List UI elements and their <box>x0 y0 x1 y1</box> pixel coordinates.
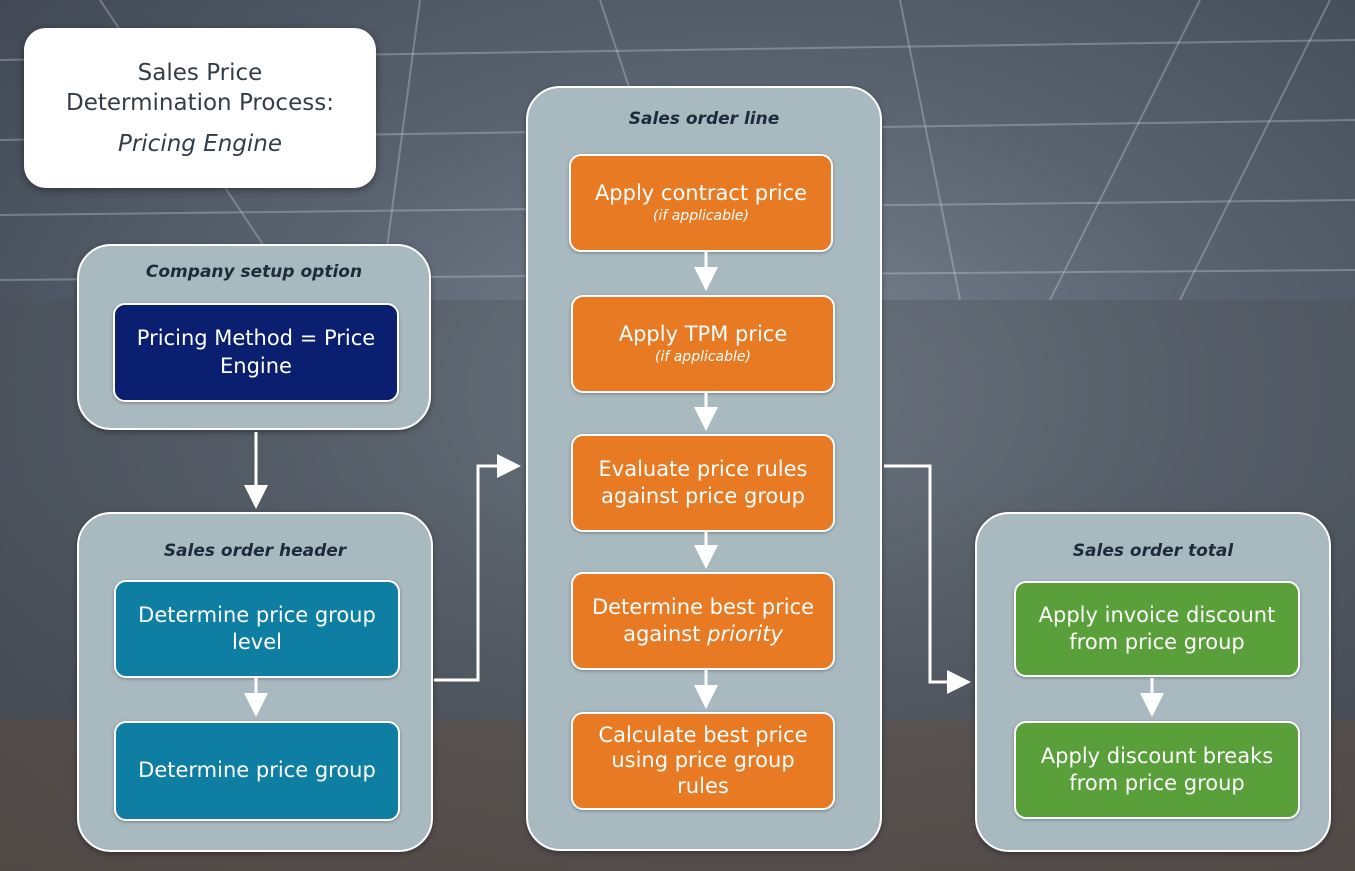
step-text-line: Determine price group <box>138 602 376 627</box>
title-line-1: Sales Price <box>137 60 263 87</box>
step-text-line: Apply invoice discount <box>1038 602 1276 627</box>
step-text-line: from price group <box>1069 771 1245 795</box>
company-setup-panel: Company setup option Pricing Method = Pr… <box>77 244 431 430</box>
title-line-2: Determination Process: <box>66 90 334 116</box>
priority-emphasis: priority <box>707 622 783 646</box>
step-text-line: Determine best price <box>591 594 815 619</box>
step-text-line: against priority <box>623 621 783 648</box>
step-text-line: Determine price group <box>138 758 376 783</box>
apply-invoice-discount-step: Apply invoice discount from price group <box>1014 581 1300 677</box>
step-text-line: Apply discount breaks <box>1040 743 1274 768</box>
pricing-method-step: Pricing Method = Price Engine <box>113 303 399 402</box>
order-header-panel: Sales order header Determine price group… <box>77 512 433 852</box>
order-line-title: Sales order line <box>628 109 780 129</box>
evaluate-price-rules-step: Evaluate price rules against price group <box>571 434 835 532</box>
step-text-line: using price group <box>611 748 795 773</box>
step-text-line: rules <box>677 773 729 798</box>
calculate-best-price-step: Calculate best price using price group r… <box>571 712 835 810</box>
title-card: Sales Price Determination Process: Prici… <box>24 28 376 188</box>
step-text-prefix: against <box>623 622 708 646</box>
apply-discount-breaks-step: Apply discount breaks from price group <box>1014 721 1300 819</box>
determine-price-group-level-step: Determine price group level <box>114 580 400 678</box>
determine-best-price-step: Determine best price against priority <box>571 572 835 670</box>
step-note: (if applicable) <box>653 207 749 224</box>
step-text-line: Apply TPM price <box>618 321 788 346</box>
order-header-title: Sales order header <box>163 541 347 561</box>
step-text-line: against price group <box>601 484 805 508</box>
title-subtitle: Pricing Engine <box>117 130 283 157</box>
step-text-line: Calculate best price <box>598 723 808 748</box>
company-setup-title: Company setup option <box>145 262 363 282</box>
step-note: (if applicable) <box>655 348 751 365</box>
step-text-line: level <box>232 630 282 654</box>
apply-contract-price-step: Apply contract price (if applicable) <box>569 154 833 252</box>
step-text-line: Evaluate price rules <box>598 456 808 481</box>
order-line-panel: Sales order line Apply contract price (i… <box>526 86 882 851</box>
step-text-line: Apply contract price <box>594 180 808 205</box>
step-text-line: Engine <box>220 353 292 378</box>
step-text-line: from price group <box>1069 630 1245 654</box>
apply-tpm-price-step: Apply TPM price (if applicable) <box>571 295 835 393</box>
order-total-title: Sales order total <box>1072 541 1234 561</box>
order-total-panel: Sales order total Apply invoice discount… <box>975 512 1331 852</box>
step-text-line: Pricing Method = Price <box>136 326 376 351</box>
determine-price-group-step: Determine price group <box>114 721 400 821</box>
